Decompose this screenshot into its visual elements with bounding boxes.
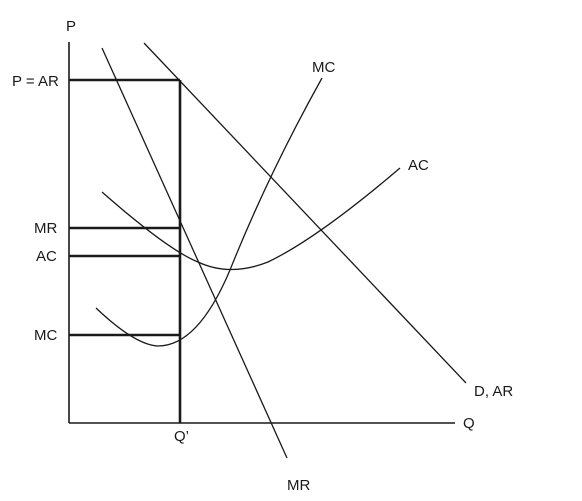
ac-curve — [101, 167, 401, 271]
x-axis-label: Q — [463, 415, 475, 432]
ac-curve-label: AC — [408, 157, 429, 174]
price-level-label: P = AR — [12, 73, 59, 90]
ac-level-label: AC — [36, 248, 57, 265]
mc-level-label: MC — [34, 327, 57, 344]
y-axis-label: P — [66, 18, 76, 35]
mr-curve — [101, 47, 288, 459]
mr-curve-label: MR — [287, 477, 310, 494]
mc-curve — [95, 77, 323, 347]
quantity-label: Q’ — [174, 428, 189, 445]
mc-curve-label: MC — [312, 59, 335, 76]
mr-level-label: MR — [34, 220, 57, 237]
demand-curve-label: D, AR — [474, 383, 513, 400]
demand-curve — [143, 42, 467, 384]
